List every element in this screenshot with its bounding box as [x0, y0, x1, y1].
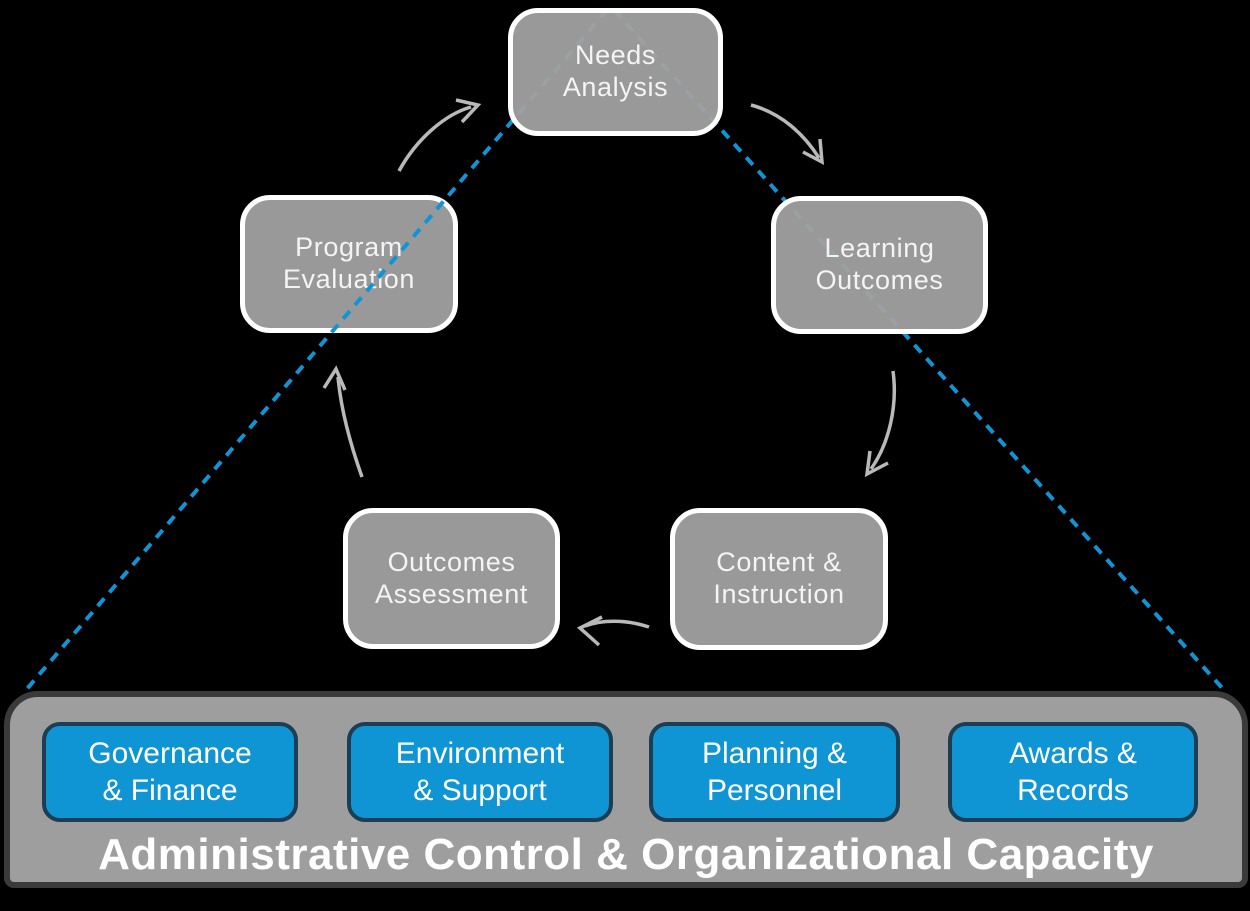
arrowhead-icon [864, 450, 889, 478]
arrow-needs-analysis-to-learning-outcomes [750, 103, 821, 159]
pillar-label: Awards & Records [1009, 736, 1137, 808]
pillar-planning-personnel: Planning & Personnel [649, 722, 900, 822]
arrow-learning-outcomes-to-content-instruction [869, 370, 897, 471]
arrow-program-evaluation-to-needs-analysis [397, 105, 472, 172]
node-program-evaluation: Program Evaluation [240, 195, 458, 333]
node-label: Needs Analysis [562, 40, 669, 102]
node-needs-analysis: Needs Analysis [508, 8, 723, 136]
node-learning-outcomes: Learning Outcomes [771, 196, 988, 334]
node-outcomes-assessment: Outcomes Assessment [343, 508, 560, 649]
foundation-title: Administrative Control & Organizational … [98, 830, 1154, 879]
pillar-label: Environment & Support [395, 736, 565, 808]
node-label: Program Evaluation [282, 232, 416, 294]
arrow-outcomes-assessment-to-program-evaluation [336, 376, 364, 478]
pillar-environment-support: Environment & Support [347, 722, 613, 822]
node-content-instruction: Content & Instruction [670, 508, 888, 650]
pillar-label: Governance & Finance [88, 736, 252, 808]
arrowhead-icon [802, 138, 825, 166]
arrowhead-icon [322, 365, 347, 391]
foundation-bar: Governance & Finance Environment & Suppo… [4, 691, 1248, 888]
node-label: Outcomes Assessment [374, 546, 529, 609]
arrow-content-instruction-to-outcomes-assessment [584, 619, 650, 629]
node-label: Learning Outcomes [815, 233, 944, 295]
pillar-label: Planning & Personnel [701, 736, 848, 808]
arrowhead-icon [455, 98, 482, 124]
pillar-governance-finance: Governance & Finance [42, 722, 298, 822]
pillar-awards-records: Awards & Records [948, 722, 1198, 822]
node-label: Content & Instruction [713, 547, 845, 609]
arrowhead-icon [576, 615, 603, 647]
